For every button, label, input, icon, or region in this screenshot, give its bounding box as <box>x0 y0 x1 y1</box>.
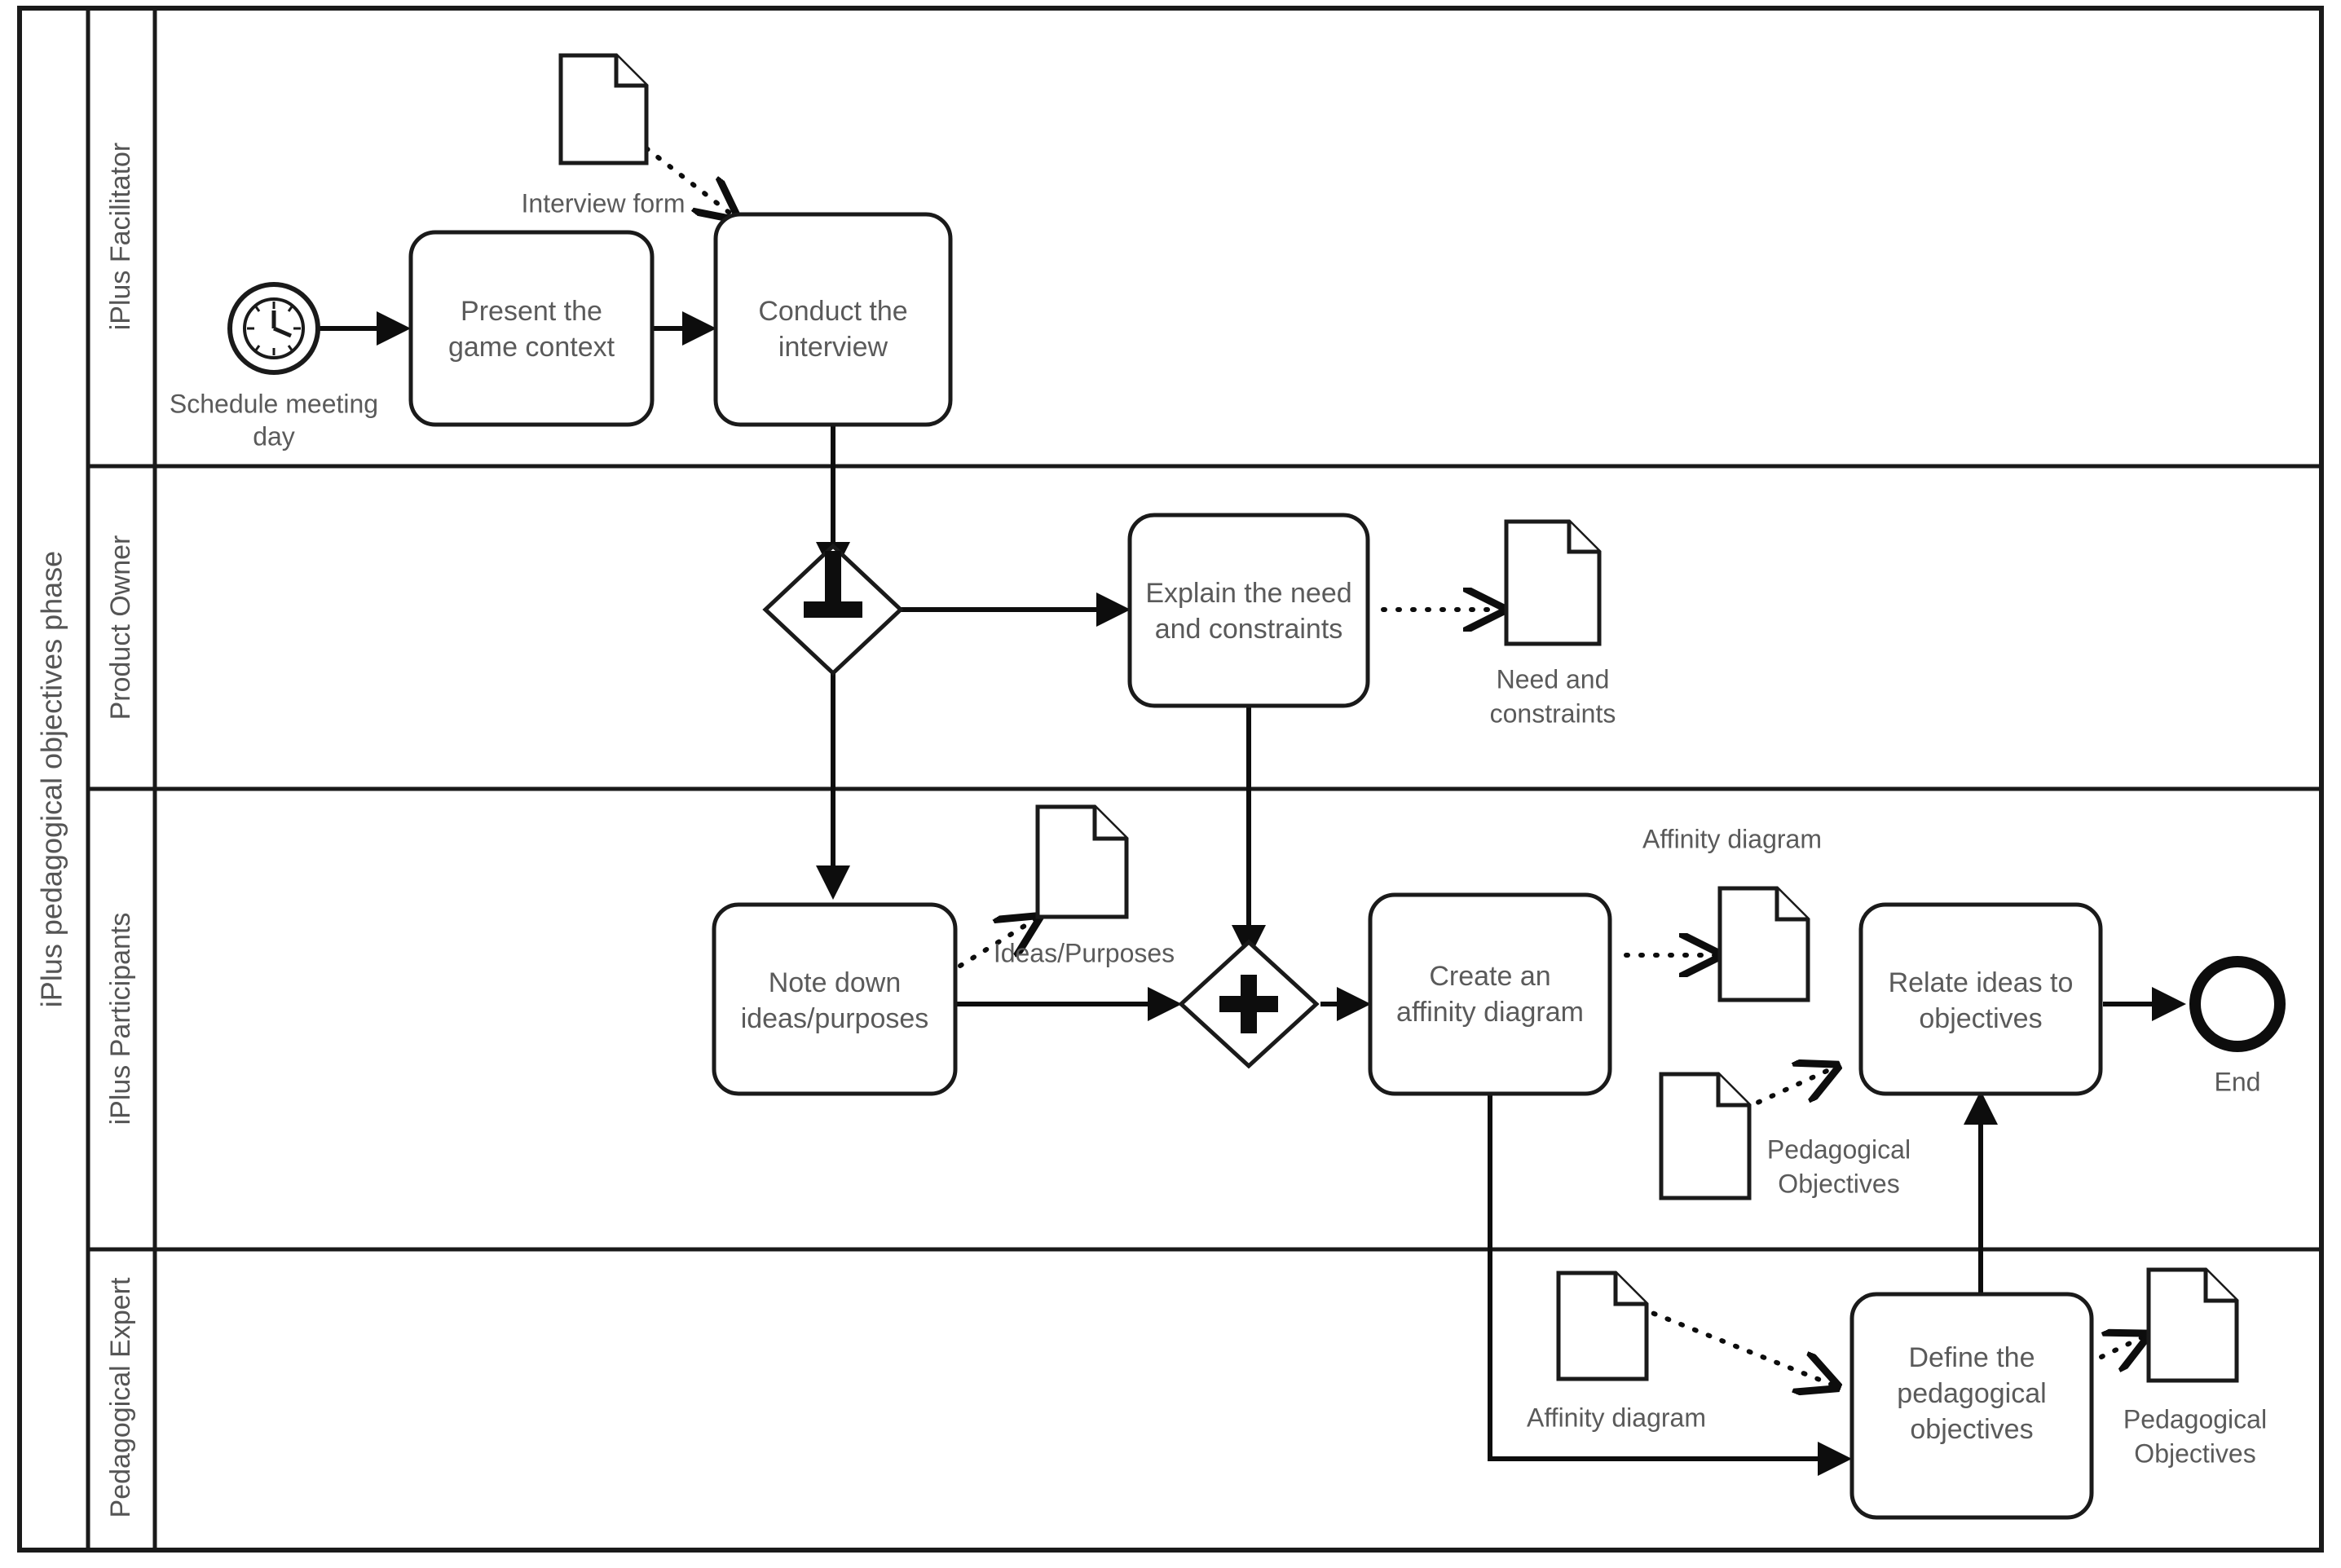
end-event[interactable]: End <box>2189 956 2286 1096</box>
clock-icon <box>243 297 305 359</box>
data-object-pedagogical-objectives-middle[interactable]: Pedagogical Objectives <box>1659 1072 1911 1200</box>
task-present-game-context-box[interactable] <box>408 230 655 427</box>
need-constraints-label-line2: constraints <box>1490 698 1616 728</box>
gateway-join-plus-horizontal <box>1219 996 1278 1012</box>
clock-ticks <box>247 302 301 355</box>
gateway-parallel-split[interactable] <box>762 543 904 676</box>
lane-labels: iPlus Facilitator Product Owner iPlus Pa… <box>105 143 136 1518</box>
affinity-diagram-bottom-document-fold <box>1613 1273 1647 1306</box>
task-define-objectives-label-line2: pedagogical <box>1897 1378 2046 1409</box>
task-define-objectives-label-line3: objectives <box>1910 1414 2033 1445</box>
ideas-purposes-document-fold <box>1092 807 1126 841</box>
task-conduct-interview[interactable]: Conduct the interview <box>713 212 953 427</box>
pedagogical-objectives-right-label-line1: Pedagogical <box>2123 1404 2267 1434</box>
data-object-ideas-purposes[interactable]: Ideas/Purposes <box>994 804 1175 967</box>
task-explain-need-label-line1: Explain the need <box>1145 578 1351 609</box>
task-relate-ideas-label-line1: Relate ideas to <box>1889 967 2074 998</box>
task-create-affinity-label-line2: affinity diagram <box>1396 997 1584 1028</box>
task-present-game-context-label-line2: game context <box>448 332 615 363</box>
task-define-pedagogical-objectives[interactable]: Define the pedagogical objectives <box>1849 1292 2094 1520</box>
data-object-affinity-diagram-bottom[interactable]: Affinity diagram <box>1527 1271 1706 1432</box>
assoc-define-objectives-to-pedagogical-obj <box>2099 1337 2144 1357</box>
assoc-note-down-to-ideas-purposes <box>958 919 1035 968</box>
need-constraints-document-fold <box>1567 522 1599 554</box>
task-relate-ideas-to-objectives[interactable]: Relate ideas to objectives <box>1858 902 2103 1096</box>
data-object-affinity-diagram-top[interactable]: Affinity diagram <box>1642 824 1822 1002</box>
task-create-affinity-label-line1: Create an <box>1429 961 1550 992</box>
task-present-game-context-label-line1: Present the <box>461 296 602 327</box>
affinity-diagram-bottom-label: Affinity diagram <box>1527 1403 1706 1432</box>
task-define-objectives-label-line1: Define the <box>1909 1342 2035 1373</box>
start-event-label-line1: Schedule meeting <box>170 389 378 418</box>
task-conduct-interview-label-line1: Conduct the <box>758 296 907 327</box>
task-note-down-ideas-label-line1: Note down <box>769 967 902 998</box>
interview-form-document-icon <box>558 53 649 165</box>
data-object-pedagogical-objectives-right[interactable]: Pedagogical Objectives <box>2123 1267 2267 1468</box>
gateway-split-plus-horizontal <box>804 601 862 618</box>
start-event-label-line2: day <box>253 421 295 451</box>
lane-label-pedagogical-expert: Pedagogical Expert <box>105 1277 136 1517</box>
lane-label-facilitator: iPlus Facilitator <box>105 143 136 331</box>
task-conduct-interview-box[interactable] <box>713 212 953 427</box>
assoc-interview-form-to-conduct <box>644 146 734 216</box>
pedagogical-objectives-right-label-line2: Objectives <box>2134 1438 2255 1468</box>
lane-label-product-owner: Product Owner <box>105 535 136 720</box>
assoc-affinity-doc-to-define-objectives <box>1638 1306 1834 1385</box>
interview-form-label: Interview form <box>522 188 686 218</box>
gateway-parallel-join[interactable] <box>1178 939 1320 1069</box>
pedagogical-objectives-mid-document-fold <box>1716 1074 1749 1108</box>
task-conduct-interview-label-line2: interview <box>778 332 888 363</box>
lane-separators <box>88 8 2321 1550</box>
gateway-split-plus-vertical <box>825 551 841 610</box>
flow-create-affinity-to-define-objectives <box>1488 1092 1852 1476</box>
ideas-purposes-label: Ideas/Purposes <box>994 938 1175 967</box>
end-event-label: End <box>2215 1067 2261 1096</box>
task-note-down-ideas-label-line2: ideas/purposes <box>741 1003 929 1034</box>
data-object-need-and-constraints[interactable]: Need and constraints <box>1490 519 1616 728</box>
affinity-diagram-top-document-icon <box>1717 886 1810 1002</box>
task-explain-need-box[interactable] <box>1127 513 1370 708</box>
assoc-pedagogical-obj-to-relate-ideas <box>1716 1068 1834 1123</box>
end-event-circle <box>2189 956 2286 1052</box>
start-event-schedule-meeting[interactable]: Schedule meeting day <box>170 282 378 451</box>
affinity-diagram-top-document-fold <box>1774 888 1808 922</box>
pedagogical-objectives-mid-label-line2: Objectives <box>1778 1169 1899 1198</box>
task-relate-ideas-label-line2: objectives <box>1919 1003 2042 1034</box>
need-constraints-label-line1: Need and <box>1497 664 1610 694</box>
ideas-purposes-document-icon <box>1035 804 1129 919</box>
task-create-affinity-diagram[interactable]: Create an affinity diagram <box>1368 892 1612 1096</box>
pedagogical-objectives-mid-label-line1: Pedagogical <box>1767 1134 1911 1164</box>
task-present-game-context[interactable]: Present the game context <box>408 230 655 427</box>
data-associations <box>644 146 2144 1385</box>
task-explain-need-label-line2: and constraints <box>1155 614 1343 645</box>
interview-form-document-fold <box>614 55 646 88</box>
pool-frame: iPlus pedagogical objectives phase <box>17 6 2324 1553</box>
affinity-diagram-top-label: Affinity diagram <box>1642 824 1822 853</box>
lane-label-participants: iPlus Participants <box>105 913 136 1125</box>
affinity-diagram-bottom-document-icon <box>1556 1271 1649 1381</box>
data-object-interview-form[interactable]: Interview form <box>522 53 686 218</box>
clock-hand-minute <box>273 326 292 338</box>
task-explain-need-and-constraints[interactable]: Explain the need and constraints <box>1127 513 1370 708</box>
task-create-affinity-box[interactable] <box>1368 892 1612 1096</box>
task-note-down-ideas-box[interactable] <box>712 902 958 1096</box>
pool-outer-border <box>17 6 2324 1553</box>
pedagogical-objectives-right-document-icon <box>2146 1267 2239 1383</box>
task-relate-ideas-box[interactable] <box>1858 902 2103 1096</box>
task-note-down-ideas[interactable]: Note down ideas/purposes <box>712 902 958 1096</box>
task-define-objectives-box[interactable] <box>1849 1292 2094 1520</box>
pool-title: iPlus pedagogical objectives phase <box>35 551 68 1007</box>
sequence-flows <box>318 311 2186 1476</box>
pedagogical-objectives-right-document-fold <box>2203 1270 2237 1303</box>
